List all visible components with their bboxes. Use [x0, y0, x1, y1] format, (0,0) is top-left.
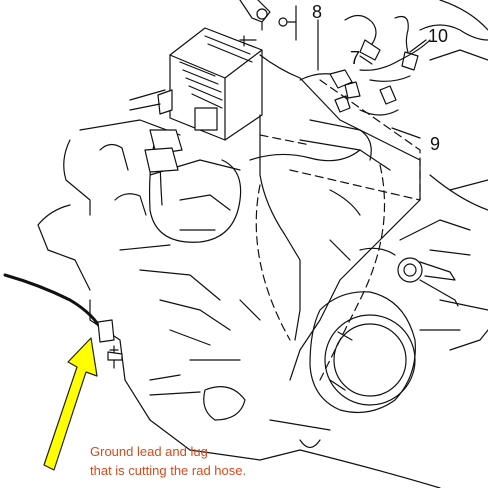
callout-10: 10	[428, 26, 448, 46]
callout-9: 9	[430, 134, 440, 154]
yellow-arrow	[43, 337, 98, 471]
callout-leaders	[317, 19, 427, 139]
starter-motor-dashed	[255, 79, 421, 381]
top-connector	[239, 0, 297, 47]
regulator-rectifier	[157, 27, 263, 141]
annotation-line-1: Ground lead and lug	[90, 444, 208, 459]
clutch-cover	[309, 291, 416, 413]
frame-arc-2	[299, 449, 441, 488]
wiring-loop	[144, 129, 242, 243]
frame-arc	[439, 0, 488, 31]
wire-harness-upper	[299, 14, 488, 116]
engine-body	[37, 54, 421, 461]
callout-8: 8	[312, 2, 322, 22]
annotation-line-2: that is cutting the rad hose.	[90, 463, 246, 478]
callout-7: 7	[350, 48, 360, 68]
right-side-parts	[329, 174, 488, 351]
ground-lead	[3, 273, 123, 369]
